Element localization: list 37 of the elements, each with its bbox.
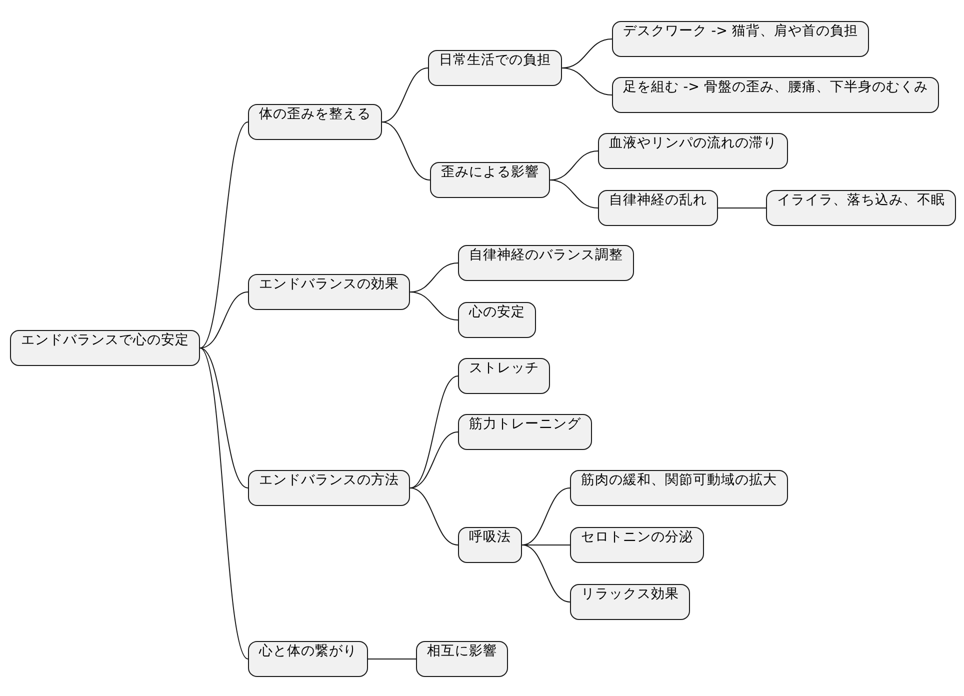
topic-box: 血液やリンパの流れの滞り [598, 133, 788, 169]
topic-box: 筋肉の緩和、関節可動域の拡大 [570, 470, 788, 506]
connector-line [550, 180, 598, 208]
connector-line [410, 376, 458, 488]
connector-line [200, 292, 248, 348]
connector-line [200, 122, 248, 348]
topic-box: リラックス効果 [570, 584, 690, 620]
topic-box: セロトニンの分泌 [570, 527, 704, 563]
topic-box: 体の歪みを整える [248, 104, 382, 140]
topic-box: 相互に影響 [416, 641, 508, 677]
connector-line [410, 432, 458, 488]
connector-line [410, 292, 458, 320]
topic-box: 自律神経のバランス調整 [458, 245, 634, 281]
topic-box: 心の安定 [458, 302, 536, 338]
connector-line [368, 658, 416, 660]
topic-box: 足を組む -> 骨盤の歪み、腰痛、下半身のむくみ [612, 77, 939, 113]
topic-box: 日常生活での負担 [428, 50, 562, 86]
topic-box: 歪みによる影響 [430, 162, 550, 198]
connector-line [200, 348, 248, 660]
connector-line [382, 68, 428, 122]
topic-box: イライラ、落ち込み、不眠 [766, 190, 956, 226]
topic-box: エンドバランスの方法 [248, 470, 410, 506]
topic-box: ストレッチ [458, 358, 550, 394]
topic-box: エンドバランスで心の安定 [10, 330, 200, 366]
connector-line [382, 122, 430, 180]
topic-box: デスクワーク -> 猫背、肩や首の負担 [612, 21, 869, 57]
topic-box: 心と体の繋がり [248, 641, 368, 677]
topic-box: 自律神経の乱れ [598, 190, 718, 226]
topic-box: 筋力トレーニング [458, 414, 592, 450]
topic-box: エンドバランスの効果 [248, 274, 410, 310]
connector-line [522, 488, 570, 546]
connector-line [562, 68, 612, 96]
topic-box: 呼吸法 [458, 527, 522, 563]
connector-line [522, 544, 570, 546]
connector-line [200, 348, 248, 488]
connector-line [522, 544, 570, 602]
connector-line [410, 488, 458, 546]
